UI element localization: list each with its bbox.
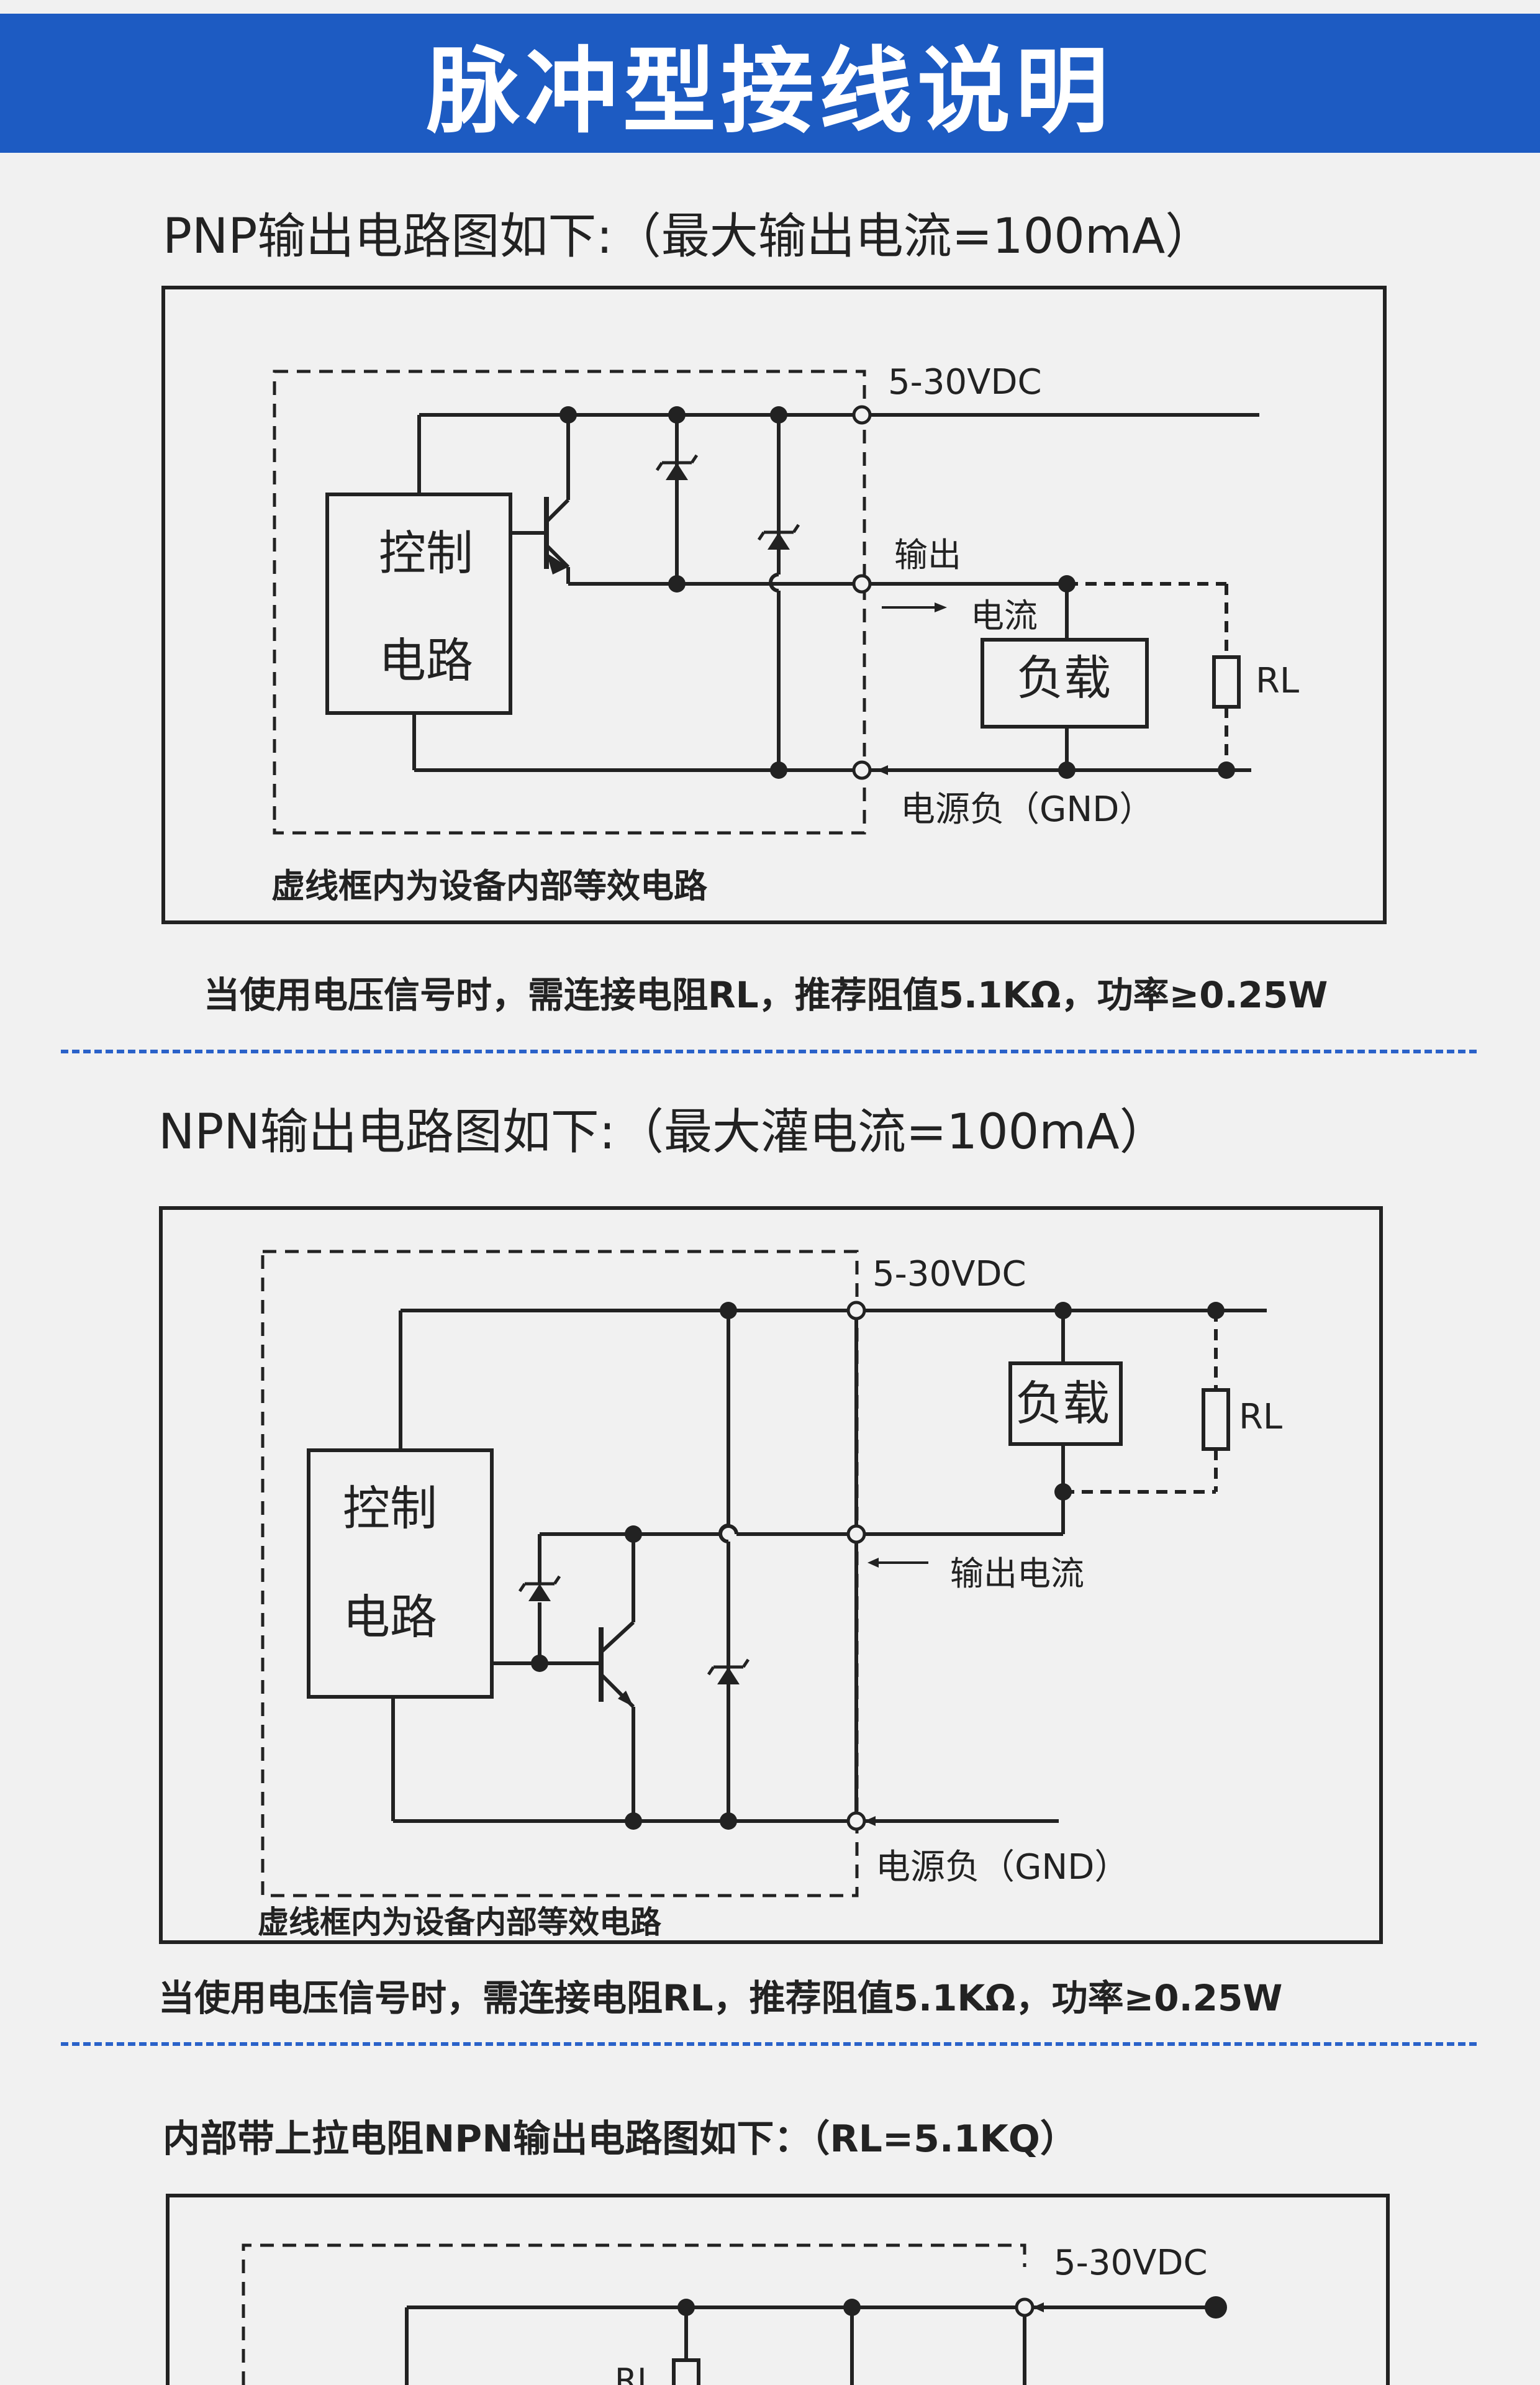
- pnp-load-label: 负载: [1017, 650, 1111, 706]
- section-divider-1: [61, 1050, 1477, 1053]
- pnp-outer-frame: [161, 286, 1387, 924]
- pnp-rl-resistor: [1212, 655, 1241, 709]
- pullup-outer-frame: [166, 2194, 1390, 2385]
- pnp-terminal-supply: [852, 405, 872, 425]
- pullup-rl-label: RL: [615, 2362, 655, 2385]
- npn-terminal-supply: [846, 1301, 866, 1320]
- npn-note: 当使用电压信号时，需连接电阻RL，推荐阻值5.1KΩ，功率≥0.25W: [158, 1977, 1283, 2019]
- pnp-control-label-2: 电路: [379, 633, 473, 688]
- pnp-heading: PNP输出电路图如下:（最大输出电流=100mA）: [163, 209, 1214, 265]
- pullup-rl-resistor: [672, 2358, 700, 2385]
- npn-rl-resistor: [1202, 1388, 1230, 1451]
- npn-dashed-note: 虚线框内为设备内部等效电路: [258, 1904, 662, 1940]
- pullup-diagram: 5-30VDC RL: [0, 2174, 1540, 2385]
- pnp-gnd-label: 电源负（GND）: [900, 789, 1154, 830]
- pullup-terminal-supply: [1015, 2297, 1035, 2317]
- pnp-terminal-output: [852, 574, 872, 594]
- npn-control-label-1: 控制: [343, 1481, 437, 1536]
- pnp-diagram: 控制 电路 5-30VDC 输出 电流 负载 RL 电源负（GND） 虚线框内为…: [0, 0, 1540, 944]
- pullup-supply-label: 5-30VDC: [1054, 2243, 1208, 2283]
- pnp-terminal-gnd: [852, 760, 872, 780]
- npn-diagram: 5-30VDC 控制 电路 负载 RL 输出电流 电源负（GND） 虚线框内为设…: [0, 1180, 1540, 1963]
- npn-gnd-label: 电源负（GND）: [876, 1847, 1129, 1888]
- pnp-note: 当使用电压信号时，需连接电阻RL，推荐阻值5.1KΩ，功率≥0.25W: [204, 974, 1328, 1016]
- pnp-control-label-1: 控制: [379, 525, 473, 581]
- npn-dashed-frame: [261, 1250, 859, 1897]
- pullup-heading: 内部带上拉电阻NPN输出电路图如下：（RL=5.1KQ）: [163, 2117, 1077, 2161]
- npn-supply-label: 5-30VDC: [872, 1254, 1026, 1294]
- npn-heading: NPN输出电路图如下:（最大灌电流=100mA）: [158, 1104, 1168, 1160]
- pnp-load-box: [981, 638, 1149, 729]
- npn-terminal-output: [846, 1524, 866, 1544]
- title-banner: 脉冲型接线说明: [0, 14, 1540, 153]
- pnp-dashed-note: 虚线框内为设备内部等效电路: [271, 866, 708, 906]
- pnp-dashed-frame: [273, 370, 866, 835]
- npn-rl-label: RL: [1239, 1397, 1282, 1437]
- pnp-supply-label: 5-30VDC: [888, 362, 1042, 402]
- pullup-dashed-frame: [242, 2243, 1026, 2385]
- npn-output-current-label: 输出电流: [950, 1554, 1084, 1593]
- page-title: 脉冲型接线说明: [426, 37, 1113, 146]
- npn-terminal-gnd: [846, 1811, 866, 1831]
- npn-load-box: [1008, 1361, 1123, 1446]
- npn-control-label-2: 电路: [343, 1589, 437, 1645]
- npn-load-label: 负载: [1015, 1376, 1110, 1431]
- pnp-rl-label: RL: [1256, 661, 1299, 701]
- npn-outer-frame: [159, 1206, 1383, 1944]
- pnp-output-label: 输出: [894, 535, 961, 575]
- pnp-current-label: 电流: [971, 596, 1038, 635]
- section-divider-2: [61, 2042, 1477, 2046]
